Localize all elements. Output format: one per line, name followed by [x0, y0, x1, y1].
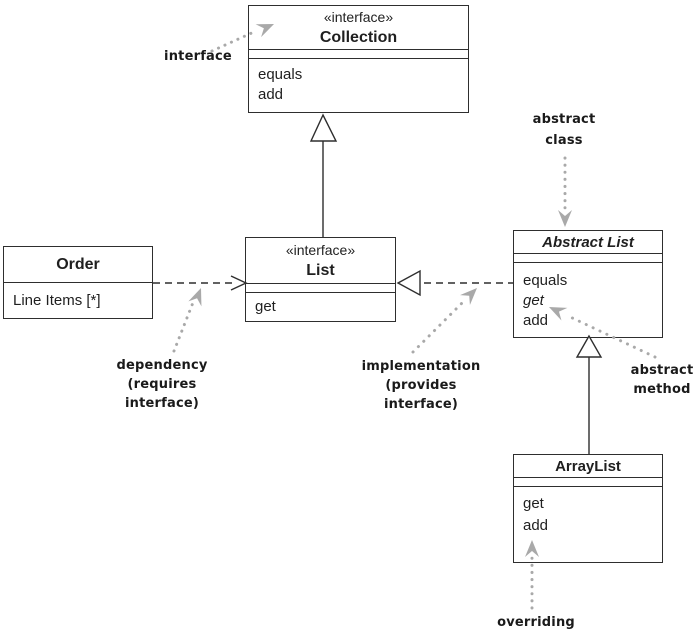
annotation-arrow-dependency [172, 288, 202, 353]
annotation-abstract-method: abstract method [630, 363, 694, 397]
method-row: equals [523, 272, 568, 289]
stereotype-label: «interface» [285, 241, 356, 258]
method-row: get [523, 495, 544, 512]
class-name: Collection [319, 28, 398, 46]
attributes-compartment-empty [514, 254, 662, 263]
hollow-triangle-icon [309, 113, 338, 142]
class-name: Abstract List [542, 233, 634, 251]
generalization-arrow-list-to-collection [309, 113, 338, 237]
class-box-array-list: ArrayList get add [513, 454, 663, 563]
open-arrowhead-icon [230, 275, 248, 291]
attributes-compartment-empty [246, 284, 395, 293]
realization-arrow-abstractlist-to-list [396, 269, 513, 297]
methods-compartment: equals add [249, 59, 468, 112]
hollow-triangle-icon [575, 334, 603, 358]
dependency-arrow-order-to-list [153, 275, 248, 291]
class-box-order: Order Line Items [*] [3, 246, 153, 319]
class-name-compartment: «interface» Collection [249, 6, 468, 50]
annotation-implementation: implementation (provides interface) [361, 359, 481, 412]
attribute-row: Line Items [*] [13, 292, 101, 309]
class-name-compartment: Order [4, 247, 152, 283]
class-name-compartment: «interface» List [246, 238, 395, 284]
annotation-abstract-class: abstract class [532, 112, 596, 148]
attributes-compartment: Line Items [*] [4, 283, 152, 318]
annotation-interface: interface [164, 49, 232, 64]
class-box-abstract-list: Abstract List equals get add [513, 230, 663, 338]
class-name-compartment: ArrayList [514, 455, 662, 478]
stereotype-label: «interface» [323, 8, 394, 25]
class-name: Order [56, 256, 100, 273]
method-row: add [523, 517, 549, 534]
methods-compartment: get add [514, 487, 662, 562]
annotation-arrow-abstract-class [558, 156, 572, 227]
methods-compartment: get [246, 293, 395, 321]
method-row: equals [258, 66, 303, 83]
class-name: List [306, 261, 335, 279]
gray-arrowhead-icon [460, 288, 477, 305]
annotation-overriding: overriding [497, 615, 575, 630]
attributes-compartment-empty [514, 478, 662, 487]
method-row: add [523, 312, 549, 329]
method-row-abstract: get [523, 292, 544, 309]
method-row: add [258, 86, 284, 103]
gray-arrowhead-icon [558, 210, 572, 227]
class-box-list: «interface» List get [245, 237, 396, 322]
class-name-compartment: Abstract List [514, 231, 662, 254]
method-row: get [255, 298, 276, 315]
gray-arrowhead-icon [188, 288, 202, 307]
annotation-dependency: dependency (requires interface) [116, 358, 208, 411]
annotation-arrow-implementation [411, 288, 477, 354]
generalization-arrow-arraylist-to-abstractlist [575, 334, 603, 454]
class-box-collection: «interface» Collection equals add [248, 5, 469, 113]
hollow-triangle-icon [396, 269, 421, 297]
class-name: ArrayList [555, 457, 621, 475]
attributes-compartment-empty [249, 50, 468, 59]
methods-compartment: equals get add [514, 263, 662, 337]
